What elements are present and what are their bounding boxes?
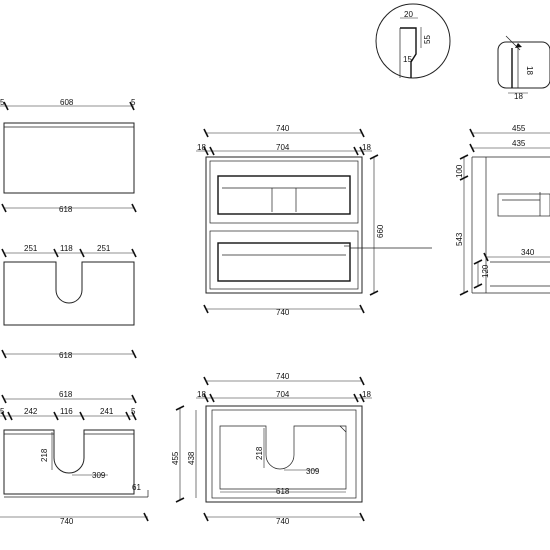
dim-front-740: 740 [276,124,290,133]
dim-cabinet-455: 455 [171,451,180,465]
dim-side-543: 543 [455,232,464,246]
cutout-plan-view: 251 118 251 618 [1,244,137,360]
dim-cabinet-309: 309 [306,467,320,476]
dim-cabinet-18-right: 18 [362,390,371,399]
dim-cabinet-740-bottom: 740 [276,517,290,526]
dim-cutout-251-left: 251 [24,244,38,253]
dim-side-120: 120 [481,264,490,278]
dim-bottom-61: 61 [132,483,141,492]
dim-front-18-left: 18 [197,143,206,152]
dim-cabinet-704: 704 [276,390,290,399]
dim-bottom-5-right: 5 [131,407,136,416]
dim-cutout-251-right: 251 [97,244,111,253]
dim-bottom-618: 618 [59,390,73,399]
dim-bottom-241: 241 [100,407,114,416]
detail-circle-a: 20 55 15 [375,3,451,79]
dim-front-18-right: 18 [362,143,371,152]
dim-cutout-118: 118 [60,244,73,253]
dim-top-left-5: 5 [0,98,5,107]
dim-detail-20: 20 [404,10,413,19]
dim-front-704: 704 [276,143,290,152]
dim-front-660: 660 [376,224,385,238]
dim-cabinet-618: 618 [276,487,290,496]
dim-cabinet-438: 438 [187,451,196,465]
dim-bottom-242: 242 [24,407,38,416]
front-elevation-view: 740 18 704 18 660 740 [196,124,432,317]
cabinet-top-view: 740 18 704 18 455 438 218 309 618 740 [171,372,372,526]
dim-side-455: 455 [512,124,526,133]
dim-cabinet-18-left: 18 [197,390,206,399]
dim-top-618: 618 [59,205,73,214]
dim-bottom-116: 116 [60,407,73,416]
dim-bottom-5-left: 5 [0,407,5,416]
dim-side-100: 100 [455,164,464,178]
dim-top-right-5: 5 [131,98,136,107]
dim-bottom-740: 740 [60,517,74,526]
dim-top-608: 608 [60,98,74,107]
dim-bottom-309: 309 [92,471,106,480]
vanity-top-view: 618 5 242 116 241 5 218 309 61 740 [0,390,149,526]
dim-bottom-218: 218 [40,448,49,462]
dim-cabinet-218: 218 [255,446,264,460]
dim-detail-b-18: 18 [514,92,523,101]
detail-square-b: 18 18 [497,35,550,101]
dim-cabinet-740: 740 [276,372,290,381]
dim-side-340: 340 [521,248,535,257]
dim-detail-15: 15 [403,55,412,64]
top-plan-view: 5 608 5 618 [0,98,137,214]
dim-side-435: 435 [512,139,526,148]
dim-detail-55: 55 [423,35,432,44]
dim-cutout-618: 618 [59,351,73,360]
dim-front-740-bottom: 740 [276,308,290,317]
side-elevation-view: 455 435 100 543 340 120 [455,124,550,296]
dim-detail-b-18-vertical: 18 [525,66,534,75]
